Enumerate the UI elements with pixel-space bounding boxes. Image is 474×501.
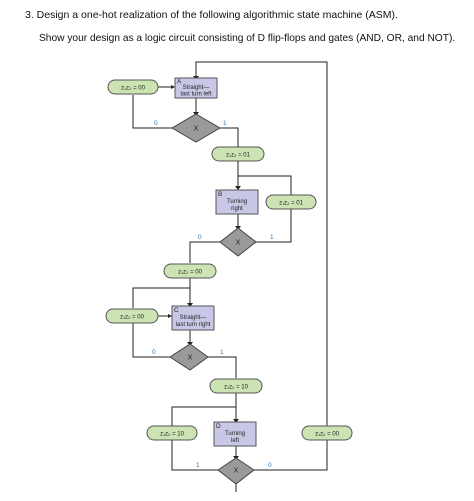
branch-label-c-0: 0 <box>152 349 156 356</box>
asm-connections <box>132 61 328 492</box>
wire-entry-to-A <box>195 61 328 428</box>
output-b-right: z₁z₂ = 01 <box>265 194 317 210</box>
state-d-line1: Turning <box>225 431 245 437</box>
state-c: C Straight— last turn right <box>171 305 215 331</box>
branch-label-d-1: 1 <box>196 462 200 469</box>
state-a: A Straight— last turn left <box>174 77 218 99</box>
output-b-right-label: z₁z₂ = 01 <box>279 201 304 207</box>
state-b-line1: Turning <box>227 199 247 205</box>
arrowhead <box>235 186 241 190</box>
output-a-left-label: z₁z₂ = 00 <box>121 86 146 92</box>
state-a-line1: Straight— <box>183 85 210 91</box>
state-d-letter: D <box>216 423 221 430</box>
output-a-left: z₁z₂ = 00 <box>107 79 159 95</box>
branch-label-b-1: 1 <box>270 234 274 241</box>
output-d-right: z₁z₂ = 00 <box>301 425 353 441</box>
state-c-line2: last turn right <box>176 322 211 328</box>
branch-label-a-1: 1 <box>223 120 227 127</box>
decision-x-c-label: X <box>188 355 193 362</box>
output-c-after-label: z₁z₂ = 10 <box>224 385 249 391</box>
output-a-after: z₁z₂ = 01 <box>211 146 265 162</box>
state-b-letter: B <box>218 191 222 198</box>
problem-statement: 3. Design a one-hot realization of the f… <box>25 9 398 21</box>
branch-label-a-0: 0 <box>154 120 158 127</box>
output-c-left: z₁z₂ = 00 <box>105 308 159 324</box>
state-c-line1: Straight— <box>180 315 207 321</box>
output-d-left: z₁z₂ = 10 <box>146 425 198 441</box>
arrowhead <box>233 419 239 423</box>
state-b-line2: right <box>231 206 243 212</box>
output-c-after: z₁z₂ = 10 <box>209 378 263 394</box>
decision-x-b-label: X <box>236 240 241 247</box>
decision-x-a-label: X <box>194 126 199 133</box>
branch-label-c-1: 1 <box>220 349 224 356</box>
decision-x-d-label: X <box>234 468 239 475</box>
decision-x-d: X <box>217 457 255 485</box>
decision-x-c: X <box>169 343 209 371</box>
output-c-left-label: z₁z₂ = 00 <box>120 315 145 321</box>
output-a-after-label: z₁z₂ = 01 <box>226 153 251 159</box>
problem-instructions: Show your design as a logic circuit cons… <box>39 33 456 44</box>
arrowhead <box>187 303 193 307</box>
branch-label-b-0: 0 <box>198 234 202 241</box>
arrowhead <box>168 314 172 318</box>
state-d: D Turning left <box>213 421 257 447</box>
state-c-letter: C <box>174 307 179 314</box>
state-d-line2: left <box>231 438 239 444</box>
branch-label-d-0: 0 <box>268 462 272 469</box>
output-d-left-label: z₁z₂ = 10 <box>160 432 185 438</box>
decision-x-a: X <box>171 113 221 143</box>
state-b: B Turning right <box>215 189 259 215</box>
arrowhead <box>171 85 175 89</box>
state-a-letter: A <box>177 79 182 86</box>
output-d-right-label: z₁z₂ = 00 <box>315 432 340 438</box>
state-a-line2: last turn left <box>180 92 211 98</box>
output-b-after: z₁z₂ = 00 <box>163 263 217 279</box>
decision-x-b: X <box>219 227 257 257</box>
output-b-after-label: z₁z₂ = 00 <box>178 270 203 276</box>
